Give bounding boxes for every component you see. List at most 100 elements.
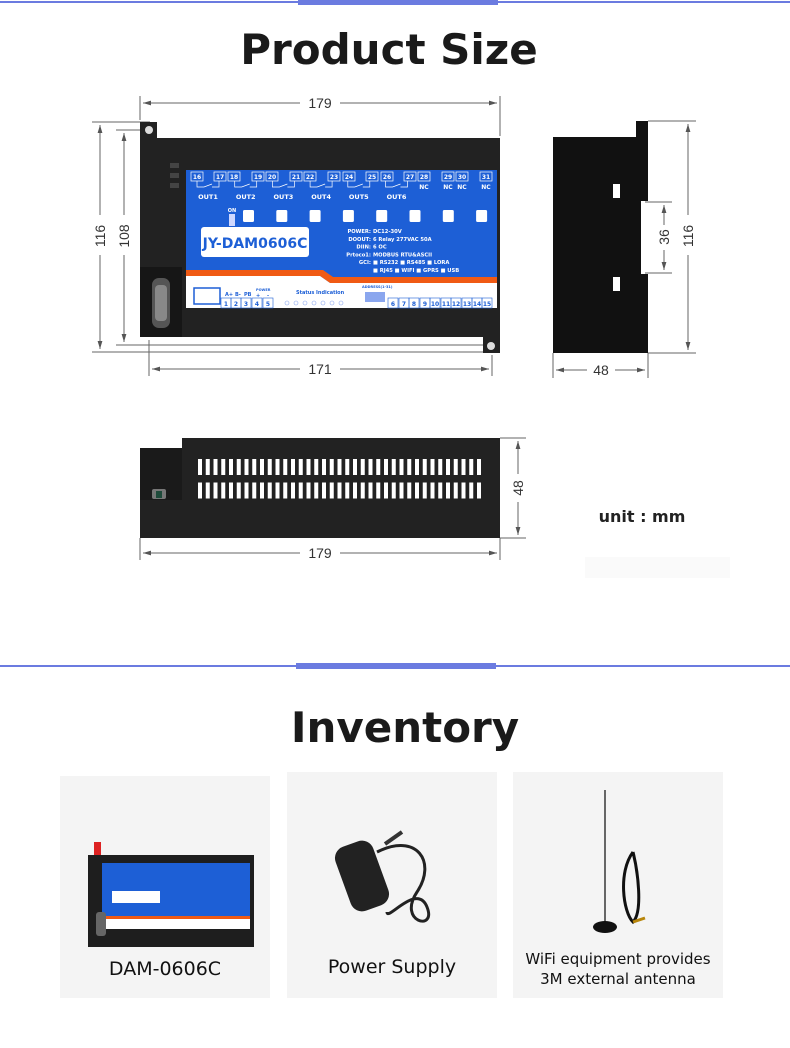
- vent-slot: [360, 482, 365, 499]
- vent-slot: [221, 459, 226, 475]
- terminal-number: 5: [266, 301, 270, 308]
- vent-slot: [477, 482, 481, 499]
- vent-slot: [314, 482, 319, 499]
- vent-slot: [306, 482, 311, 499]
- vent-slot: [236, 482, 241, 499]
- vent-slot: [314, 459, 319, 475]
- inventory-title: Inventory: [291, 703, 519, 752]
- status-led-icon: [320, 300, 326, 306]
- terminal-number: 22: [306, 174, 314, 181]
- vent-slot: [205, 459, 210, 475]
- vent-slot: [244, 482, 249, 499]
- address-dip-switch: [365, 292, 385, 302]
- side-view: 116 36 48: [552, 120, 696, 378]
- label-b-minus: B-: [235, 292, 241, 298]
- label-pb: PB: [244, 292, 252, 298]
- front-height-dimension: 116: [92, 225, 108, 248]
- spec-key: POWER:: [347, 229, 371, 235]
- vent-slot: [376, 482, 381, 499]
- terminal-box: [213, 171, 227, 182]
- status-led-icon: [302, 300, 308, 306]
- mount-hole-icon: [145, 126, 153, 134]
- address-label: ADDRESS(1-31): [362, 285, 393, 289]
- relay-contact-icon: [234, 181, 258, 188]
- terminal-number: 29: [444, 174, 452, 181]
- vent-slot: [446, 482, 450, 499]
- vent-slot: [252, 482, 257, 499]
- spec-key: DOOUT:: [348, 237, 371, 243]
- led-window: [476, 210, 488, 222]
- vent-slot: [391, 482, 396, 499]
- terminal-box: [479, 171, 493, 182]
- terminal-box: [441, 171, 455, 182]
- vent-slot: [329, 482, 334, 499]
- terminal-number: 10: [431, 301, 439, 308]
- vent-slot: [430, 482, 435, 499]
- terminal-number: 18: [230, 174, 238, 181]
- spec-key: GCI:: [359, 260, 371, 266]
- vent-slot: [298, 459, 303, 475]
- led-window: [309, 210, 321, 222]
- vent-slot: [430, 459, 435, 475]
- vent-slot: [384, 482, 388, 499]
- vent-slot: [260, 459, 264, 475]
- spec-value: DC12-30V: [373, 229, 402, 235]
- terminal-number: 20: [268, 174, 276, 181]
- vent-slot: [252, 459, 257, 475]
- vent-slot: [446, 459, 450, 475]
- terminal-number: 21: [292, 174, 300, 181]
- vent-slot: [267, 459, 272, 475]
- vent-slot: [391, 459, 396, 475]
- vent-slot: [368, 482, 373, 499]
- vent-slot: [337, 482, 342, 499]
- spec-key: DIIN:: [356, 245, 371, 251]
- terminal-box: [380, 171, 394, 182]
- dip-switch: [229, 214, 235, 226]
- led-window: [276, 210, 288, 222]
- vent-slot: [469, 459, 474, 475]
- terminal-number: 13: [463, 301, 471, 308]
- inventory-label-power-supply: Power Supply: [327, 956, 457, 978]
- label-power: POWER: [256, 288, 271, 292]
- vent-slot: [407, 459, 412, 475]
- relay-contact-icon: [272, 181, 295, 188]
- spec-value: ■ RS232 ■ RS485 ■ LORA: [373, 260, 449, 266]
- terminal-number: 2: [234, 301, 238, 308]
- section-divider-inventory: [0, 663, 790, 669]
- spec-value: 6 OC: [373, 245, 387, 251]
- terminal-box: [265, 171, 279, 182]
- nc-label: NC: [457, 184, 467, 191]
- vent-slot: [461, 459, 466, 475]
- terminal-box: [417, 171, 431, 182]
- terminal-number: 31: [482, 174, 490, 181]
- terminal-box: [403, 171, 417, 182]
- status-led-icon: [284, 300, 290, 306]
- bottom-width-dimension: 179: [308, 545, 332, 561]
- spec-value: 6 Relay 277VAC 50A: [373, 237, 432, 243]
- power-supply-photo: [334, 830, 431, 923]
- vent-slot: [198, 459, 202, 475]
- vent-slot: [399, 459, 404, 475]
- terminal-number: 24: [345, 174, 353, 181]
- vent-slot: [221, 482, 226, 499]
- vent-slot: [298, 482, 303, 499]
- vent-slot: [260, 482, 264, 499]
- vent-slot: [477, 459, 481, 475]
- nc-label: NC: [481, 184, 491, 191]
- vent-slot: [360, 459, 365, 475]
- vent-slot: [213, 459, 218, 475]
- inventory-label-antenna-line2: 3M external antenna: [540, 970, 696, 988]
- status-indication-label: Status Indication: [296, 290, 345, 296]
- vent-slot: [415, 482, 419, 499]
- terminal-number: 3: [244, 301, 248, 308]
- vent-slot: [461, 482, 466, 499]
- terminal-number: 19: [254, 174, 262, 181]
- terminal-number: 27: [406, 174, 414, 181]
- mount-hole-icon: [487, 342, 495, 350]
- vent-slot: [229, 482, 233, 499]
- vent-slot: [384, 459, 388, 475]
- section-divider-top: [0, 0, 790, 5]
- label-minus: -: [267, 293, 269, 299]
- terminal-number: 7: [402, 301, 406, 308]
- vent-slot: [205, 482, 210, 499]
